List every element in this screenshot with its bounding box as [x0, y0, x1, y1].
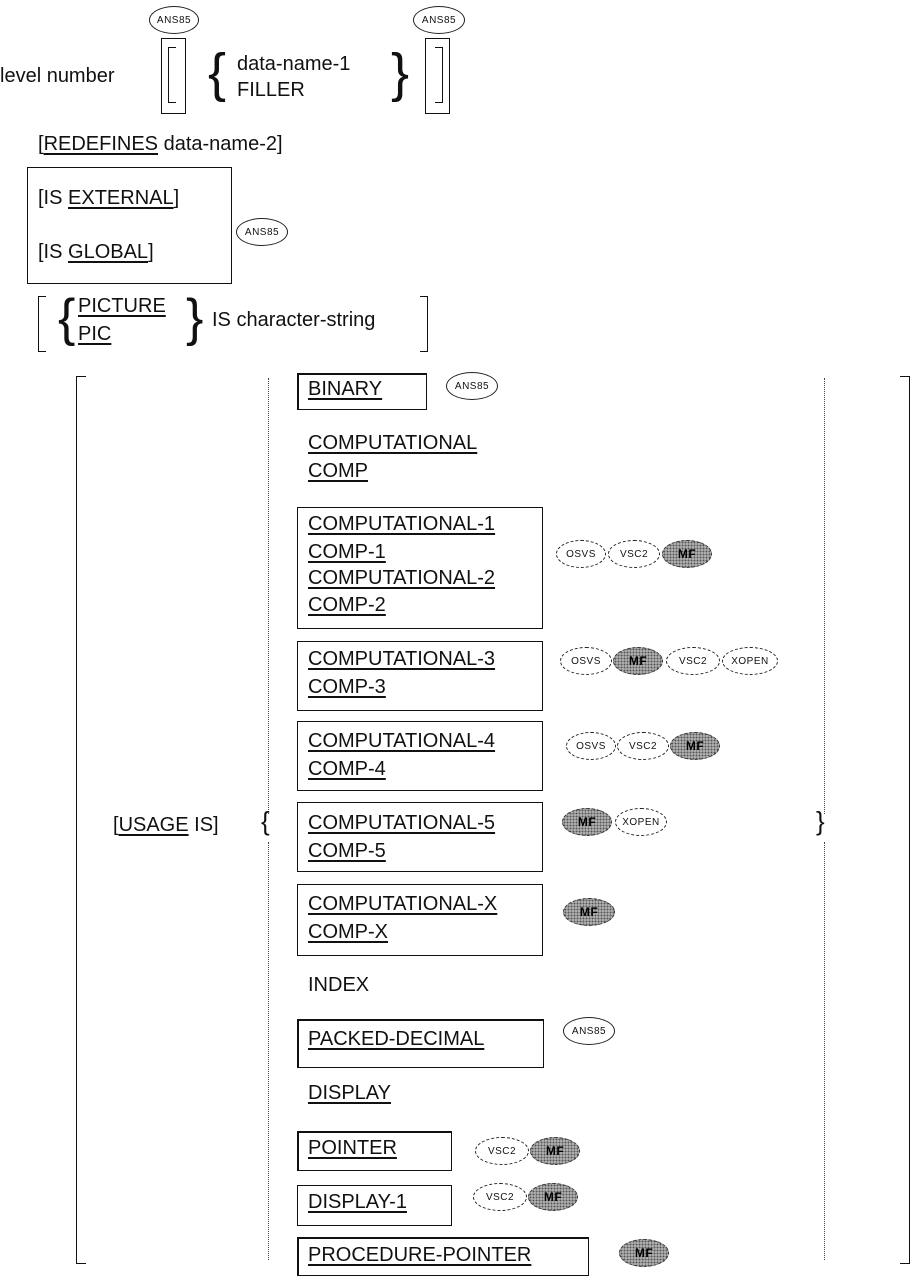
computational-x-option: COMPUTATIONAL-X — [308, 893, 498, 915]
usage-bracket-close — [900, 376, 910, 1264]
ans85-optional-bracket-open — [161, 38, 186, 114]
bracket-open: [ — [38, 133, 44, 155]
binary-option: BINARY — [308, 378, 383, 400]
procedure-pointer-box — [297, 1237, 589, 1276]
ans85-badge: ANS85 — [446, 372, 498, 400]
vsc2-badge: VSC2 — [473, 1183, 527, 1211]
mf-badge: MF — [662, 540, 712, 568]
redefines-operand: data-name-2] — [158, 133, 283, 155]
comp-3-option: COMP-3 — [308, 676, 386, 698]
picture-bracket-open — [38, 296, 46, 352]
pointer-option: POINTER — [308, 1137, 397, 1159]
picture-keyword: PICTURE — [78, 295, 166, 317]
picture-brace-right: } — [186, 289, 204, 347]
mf-badge: MF — [670, 732, 720, 760]
mf-badge: MF — [619, 1239, 669, 1267]
mf-badge: MF — [528, 1183, 578, 1211]
comp-4-option: COMP-4 — [308, 758, 386, 780]
level-number-label: level number — [0, 65, 115, 87]
packed-decimal-option: PACKED-DECIMAL — [308, 1028, 485, 1050]
comp-1-option: COMP-1 — [308, 541, 386, 563]
comp-x-box — [297, 884, 543, 956]
pic-keyword: PIC — [78, 323, 112, 345]
filler-option: FILLER — [237, 79, 305, 101]
vsc2-badge: VSC2 — [617, 732, 669, 760]
comp-x-option: COMP-X — [308, 921, 388, 943]
mf-badge: MF — [613, 647, 663, 675]
comp-1-2-box — [297, 507, 543, 629]
packed-decimal-box — [297, 1019, 544, 1068]
comp-4-box — [297, 721, 543, 791]
ans85-badge: ANS85 — [413, 6, 465, 34]
comp-3-box — [297, 641, 543, 711]
mf-badge: MF — [562, 808, 612, 836]
options-brace-left-bottom — [268, 842, 271, 1260]
external-clause: [IS EXTERNAL] — [38, 187, 180, 209]
xopen-badge: XOPEN — [615, 808, 667, 836]
picture-bracket-close — [420, 296, 428, 352]
computational-option: COMPUTATIONAL — [308, 432, 478, 454]
pointer-box — [297, 1131, 452, 1171]
external-global-box — [27, 167, 232, 284]
xopen-badge: XOPEN — [722, 647, 778, 675]
ans85-badge: ANS85 — [563, 1017, 615, 1045]
procedure-pointer-option: PROCEDURE-POINTER — [308, 1244, 532, 1266]
computational-5-option: COMPUTATIONAL-5 — [308, 812, 496, 834]
global-keyword: GLOBAL — [68, 241, 149, 263]
mf-badge: MF — [530, 1137, 580, 1165]
brace-left: { — [208, 43, 227, 103]
osvs-badge: OSVS — [566, 732, 616, 760]
comp-5-option: COMP-5 — [308, 840, 386, 862]
ans85-badge: ANS85 — [236, 218, 288, 246]
ans85-badge: ANS85 — [149, 6, 199, 34]
binary-box — [297, 373, 427, 410]
inner-bracket-left — [168, 47, 176, 103]
vsc2-badge: VSC2 — [475, 1137, 529, 1165]
osvs-badge: OSVS — [560, 647, 612, 675]
index-option: INDEX — [308, 974, 370, 996]
computational-3-option: COMPUTATIONAL-3 — [308, 648, 496, 670]
inner-bracket-right — [435, 47, 443, 103]
redefines-clause: [REDEFINES data-name-2] — [38, 132, 283, 156]
options-brace-right-bottom — [824, 842, 827, 1260]
options-brace-right-point: } — [816, 806, 825, 836]
display-1-option: DISPLAY-1 — [308, 1191, 407, 1213]
usage-clause: [USAGE IS] — [113, 814, 219, 836]
ans85-optional-bracket-close — [425, 38, 450, 114]
comp-5-box — [297, 802, 543, 872]
display-1-box — [297, 1185, 452, 1226]
computational-2-option: COMPUTATIONAL-2 — [308, 567, 496, 589]
comp-2-option: COMP-2 — [308, 594, 386, 616]
picture-operand: IS character-string — [212, 309, 376, 331]
options-brace-left-point: { — [261, 806, 270, 836]
redefines-keyword: REDEFINES — [43, 133, 159, 155]
data-name-1-option: data-name-1 — [237, 53, 351, 75]
brace-right: } — [391, 43, 410, 103]
global-clause: [IS GLOBAL] — [38, 241, 154, 263]
mf-badge: MF — [563, 898, 615, 926]
computational-1-option: COMPUTATIONAL-1 — [308, 513, 496, 535]
vsc2-badge: VSC2 — [666, 647, 720, 675]
comp-option: COMP — [308, 460, 368, 482]
computational-4-option: COMPUTATIONAL-4 — [308, 730, 496, 752]
usage-keyword: USAGE — [118, 814, 189, 836]
options-brace-right-top — [824, 378, 827, 814]
usage-bracket-open — [76, 376, 86, 1264]
display-option: DISPLAY — [308, 1082, 391, 1104]
vsc2-badge: VSC2 — [608, 540, 660, 568]
osvs-badge: OSVS — [556, 540, 606, 568]
external-keyword: EXTERNAL — [68, 187, 174, 209]
picture-brace-left: { — [58, 289, 76, 347]
options-brace-left-top — [268, 378, 271, 814]
